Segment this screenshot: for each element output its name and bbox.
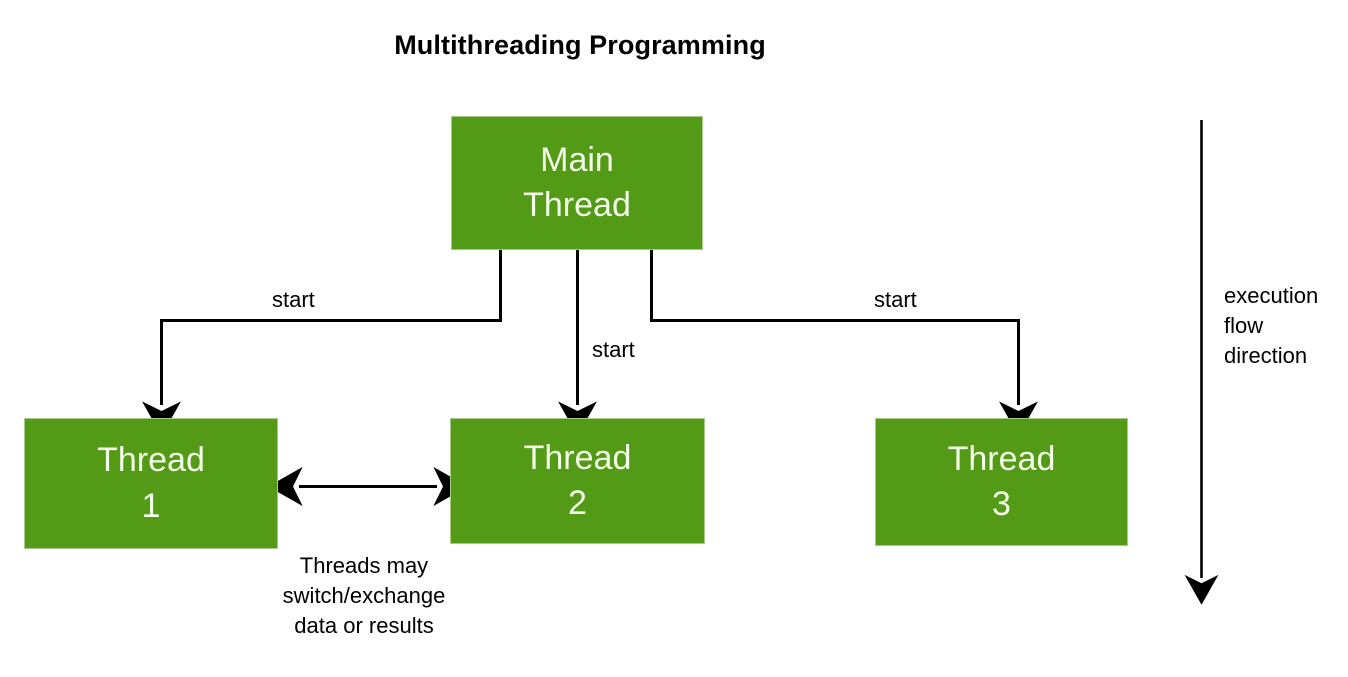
- box-thread-2-line2: 2: [568, 484, 587, 522]
- box-main-thread[interactable]: Main Thread: [451, 116, 703, 250]
- annotation-threads-exchange-line2: switch/exchange: [282, 582, 446, 608]
- box-thread-3[interactable]: Thread 3: [875, 418, 1128, 546]
- box-thread-1-line1: Thread: [97, 441, 205, 480]
- edge-label-start-thread3: start: [874, 287, 917, 312]
- annotation-threads-exchange-line1: Threads may: [299, 553, 429, 578]
- annotation-execution-flow-line1: execution: [1224, 283, 1319, 308]
- box-main-thread-line1: Main: [540, 140, 614, 179]
- box-thread-1[interactable]: Thread 1: [24, 418, 278, 549]
- connector-main-to-thread3: [650, 250, 1038, 436]
- edge-label-start-thread1: start: [272, 287, 315, 312]
- annotation-threads-exchange: Threads may switch/exchange data or resu…: [264, 551, 464, 641]
- edge-label-start-thread2: start: [592, 337, 635, 362]
- annotation-threads-exchange-line3: data or results: [294, 612, 434, 638]
- box-thread-2[interactable]: Thread 2: [450, 418, 705, 544]
- box-thread-3-line1: Thread: [947, 439, 1056, 478]
- annotation-execution-flow-line2: flow: [1224, 312, 1264, 338]
- annotation-execution-flow: execution flow direction: [1224, 281, 1344, 371]
- page-title: Multithreading Programming: [394, 30, 766, 60]
- box-main-thread-line2: Thread: [523, 186, 631, 224]
- connector-main-to-thread1: [142, 250, 502, 436]
- annotation-execution-flow-line3: direction: [1224, 342, 1308, 368]
- box-thread-3-line2: 3: [992, 485, 1011, 523]
- box-thread-2-line1: Thread: [523, 438, 632, 477]
- box-thread-1-line2: 1: [141, 486, 161, 525]
